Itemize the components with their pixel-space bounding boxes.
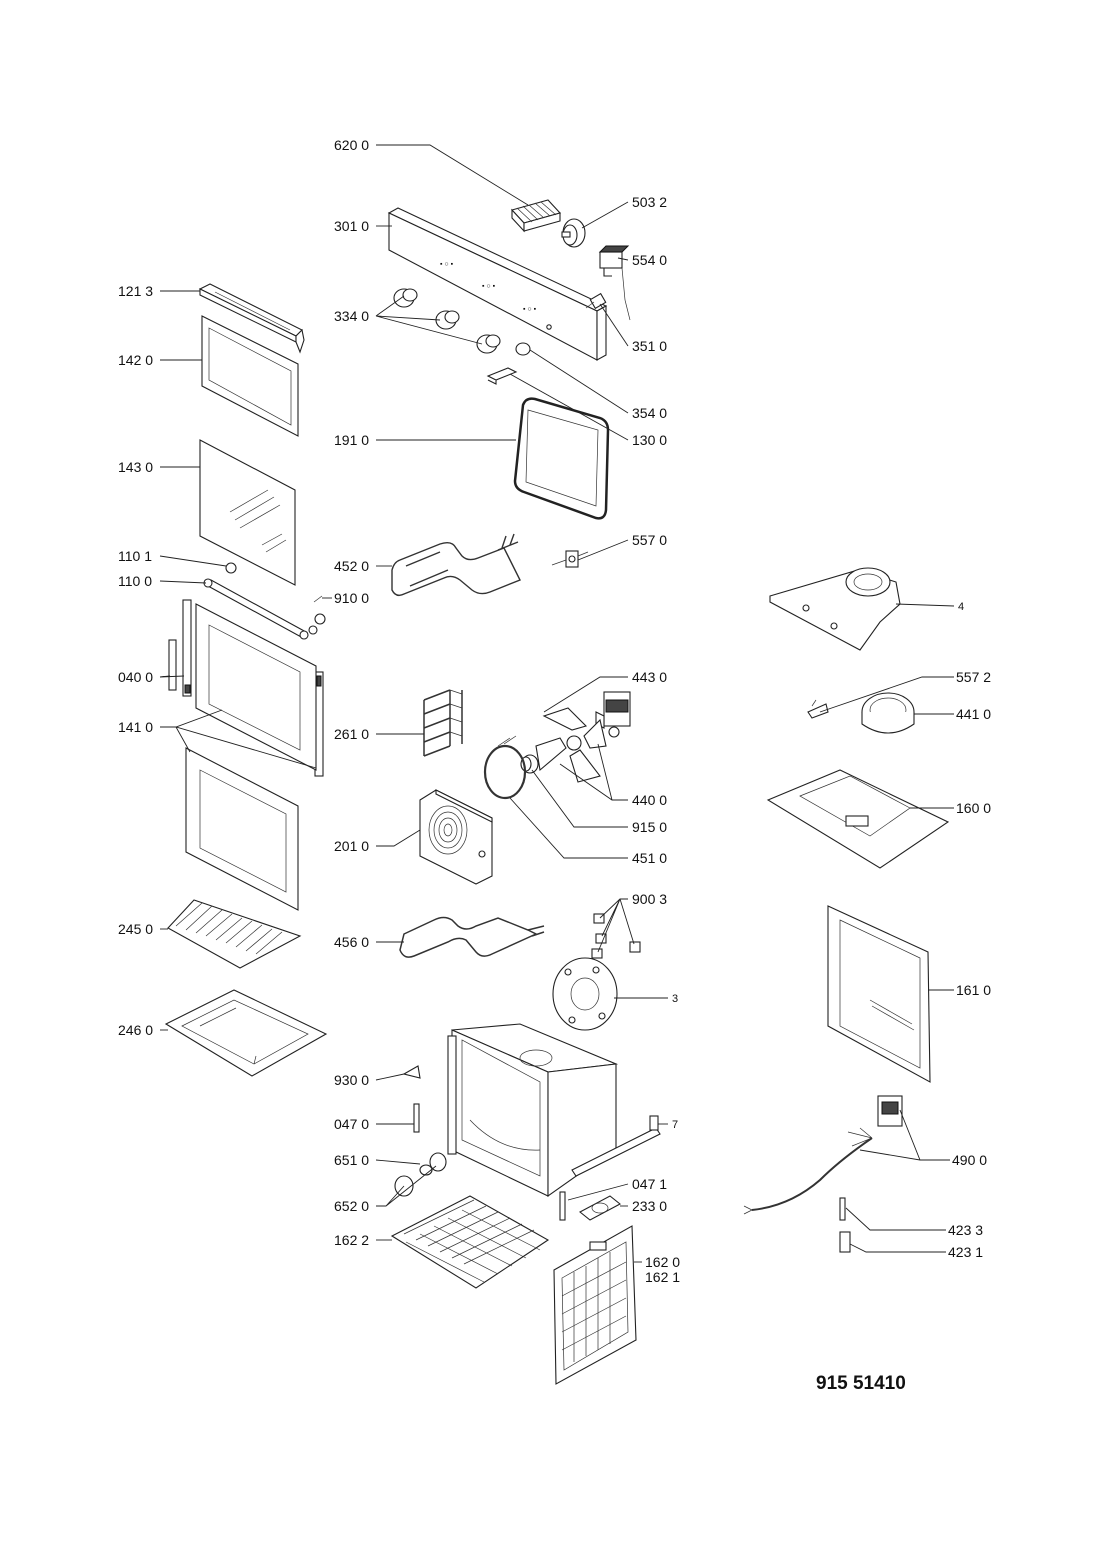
rear-wall-161-0 [827,905,931,1083]
label-245-0: 245 0 [118,921,153,937]
svg-text:▪ ○ ▪: ▪ ○ ▪ [482,283,496,290]
label-110-0: 110 0 [118,573,152,589]
label-423-1: 423 1 [948,1244,983,1260]
wire-rack-245-0 [167,899,302,969]
label-915-0: 915 0 [632,819,667,835]
lamp-651-0 [419,1152,447,1176]
label-047-1: 047 1 [632,1176,667,1192]
svg-text:▪ ○ ▪: ▪ ○ ▪ [523,306,537,313]
top-plate-160-0 [766,769,950,869]
timer-503-2 [561,218,586,248]
label-651-0: 651 0 [334,1152,369,1168]
label-451-0: 451 0 [632,850,667,866]
label-4: 4 [958,601,964,613]
sensor-557-2 [807,699,829,719]
rear-plate-3 [552,957,618,1031]
screw-910-0 [308,595,326,635]
door-seal-191-0 [513,397,610,520]
door-trim-121-3 [198,283,305,354]
label-110-1: 110 1 [118,548,152,564]
label-351-0: 351 0 [632,338,667,354]
label-160-0: 160 0 [956,800,991,816]
fan-motor-443-0 [595,691,631,738]
label-142-0: 142 0 [118,352,153,368]
cap-354-0 [515,342,531,356]
grill-element-452-0 [391,533,521,597]
wiring-harness-490-0 [743,1095,903,1215]
label-452-0: 452 0 [334,558,369,574]
glass-panel-142-0 [201,315,299,437]
label-040-0: 040 0 [118,669,153,685]
hinges-040-0 [168,599,324,777]
label-191-0: 191 0 [334,432,369,448]
document-number: 915 51410 [816,1373,906,1394]
door-glass-141-0 [185,603,317,911]
part-047-0 [413,1103,420,1133]
label-557-2: 557 2 [956,669,991,685]
side-grid-panel-162-0 [553,1225,637,1385]
label-047-0: 047 0 [334,1116,369,1132]
ring-element-451-0 [483,735,527,800]
label-301-0: 301 0 [334,218,369,234]
switch-554-0 [598,245,631,321]
label-141-0: 141 0 [118,719,153,735]
fuse-423-1 [839,1231,851,1253]
sensor-557-0 [551,550,589,568]
label-261-0: 261 0 [334,726,369,742]
label-652-0: 652 0 [334,1198,369,1214]
part-047-1 [559,1191,566,1221]
clips-900-3 [591,913,641,959]
label-121-3: 121 3 [118,283,153,299]
label-910-0: 910 0 [334,590,369,606]
label-3: 3 [672,993,678,1005]
label-201-0: 201 0 [334,838,369,854]
oven-cavity [447,1023,619,1198]
label-490-0: 490 0 [952,1152,987,1168]
label-162-0: 162 0 [645,1254,680,1270]
part-labels: 620 0 301 0 503 2 554 0 121 3 334 0 351 … [118,137,991,1285]
baking-tray-246-0 [164,989,328,1077]
terminal-block-620-0 [510,199,562,233]
bottom-rack-162-2 [390,1195,550,1289]
label-440-0: 440 0 [632,792,667,808]
label-930-0: 930 0 [334,1072,369,1088]
part-233-0 [579,1195,621,1221]
label-456-0: 456 0 [334,934,369,950]
label-130-0: 130 0 [632,432,667,448]
part-930-0 [402,1065,421,1079]
cooling-fan-441-0 [861,692,915,734]
label-557-0: 557 0 [632,532,667,548]
control-panel-301-0: ▪ ○ ▪ ▪ ○ ▪ ▪ ○ ▪ [387,207,608,361]
label-354-0: 354 0 [632,405,667,421]
label-620-0: 620 0 [334,137,369,153]
label-423-3: 423 3 [948,1222,983,1238]
top-cover-4 [769,567,901,651]
fan-blade-440-0 [535,707,607,783]
label-162-1: 162 1 [645,1269,680,1285]
fan-cover-201-0 [419,789,493,885]
hinge-110-1 [225,562,237,574]
label-233-0: 233 0 [632,1198,667,1214]
label-161-0: 161 0 [956,982,991,998]
label-554-0: 554 0 [632,252,667,268]
label-443-0: 443 0 [632,669,667,685]
label-900-3: 900 3 [632,891,667,907]
label-246-0: 246 0 [118,1022,153,1038]
glass-panel-143-0 [199,439,296,586]
label-7: 7 [672,1119,678,1131]
handle-110-0 [203,578,309,640]
label-334-0: 334 0 [334,308,369,324]
runner-7 [571,1115,661,1177]
label-503-2: 503 2 [632,194,667,210]
label-441-0: 441 0 [956,706,991,722]
fuse-423-3 [839,1197,846,1221]
label-162-2: 162 2 [334,1232,369,1248]
side-rack-261-0 [423,689,463,757]
leader-lines [159,144,955,1263]
bracket-130-0 [486,367,518,385]
label-143-0: 143 0 [118,459,153,475]
svg-text:▪ ○ ▪: ▪ ○ ▪ [440,261,454,268]
bottom-element-456-0 [399,916,545,958]
